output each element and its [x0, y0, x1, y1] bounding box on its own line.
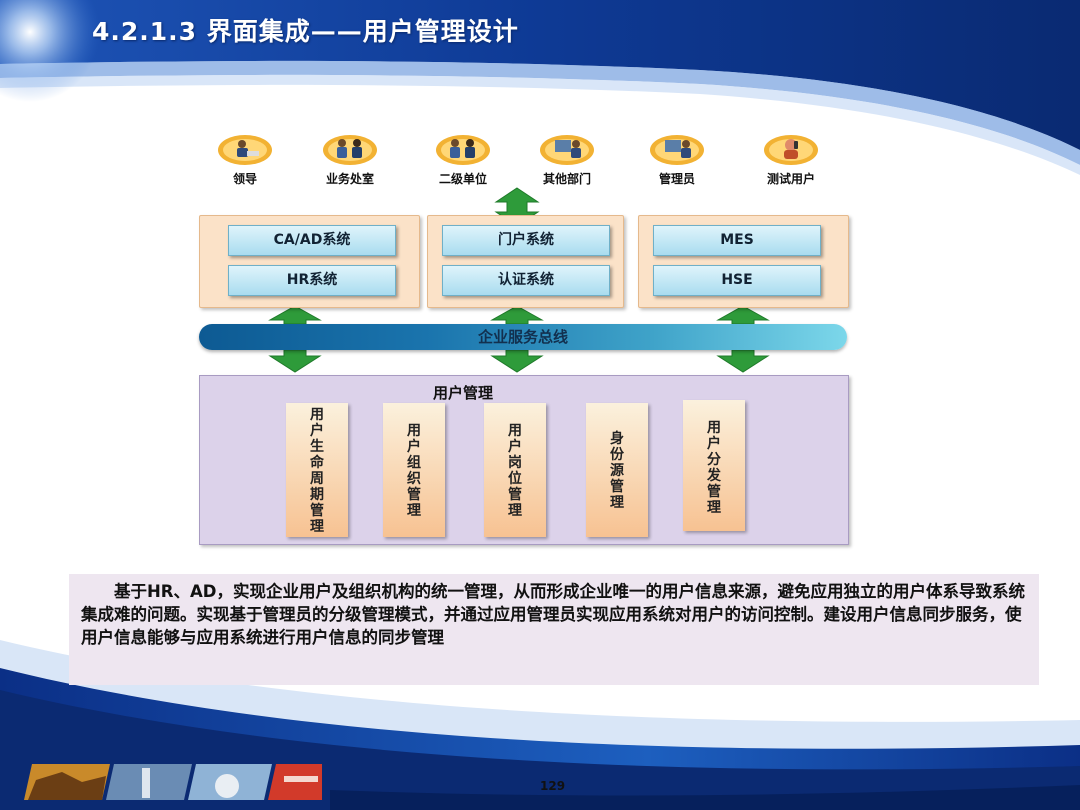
person-on-phone-icon: [763, 132, 819, 166]
module-user-distribution: 用户分发管理: [683, 400, 745, 531]
module-label: 用户岗位管理: [508, 423, 522, 519]
module-user-lifecycle: 用户生命周期管理: [286, 403, 348, 537]
user-management-title: 用户管理: [433, 384, 494, 402]
user-type-label: 其他部门: [542, 172, 591, 186]
module-label: 用户生命周期管理: [310, 407, 324, 535]
industrial-photo-strip: [24, 764, 322, 800]
person-at-desk-icon: [217, 132, 273, 166]
description-box: 基于HR、AD，实现企业用户及组织机构的统一管理，从而形成企业唯一的用户信息来源…: [69, 574, 1039, 685]
user-management-panel: 用户管理 用户生命周期管理 用户组织管理 用户岗位管理 身份源管理 用户分发管理: [199, 375, 849, 545]
people-meeting-icon: [435, 132, 491, 166]
system-panel-left: CA/AD系统 HR系统: [199, 215, 420, 308]
bus-label: 企业服务总线: [477, 328, 568, 346]
system-ca-ad: CA/AD系统: [228, 225, 396, 256]
module-identity-source: 身份源管理: [586, 403, 648, 537]
user-type-label: 领导: [232, 172, 257, 186]
enterprise-service-bus: 企业服务总线: [199, 324, 847, 350]
system-hse: HSE: [653, 265, 821, 296]
system-hr: HR系统: [228, 265, 396, 296]
user-type-label: 业务处室: [325, 172, 374, 186]
system-panel-center: 门户系统 认证系统: [427, 215, 624, 308]
module-user-organization: 用户组织管理: [383, 403, 445, 537]
user-type-label: 管理员: [658, 172, 695, 186]
user-type-leader: 领导: [200, 132, 290, 187]
module-label: 身份源管理: [610, 431, 624, 511]
system-authentication: 认证系统: [442, 265, 610, 296]
people-meeting-icon: [322, 132, 378, 166]
user-type-administrator: 管理员: [632, 132, 722, 187]
person-at-computer-icon: [649, 132, 705, 166]
person-at-computer-icon: [539, 132, 595, 166]
page-number: 129: [540, 779, 566, 793]
user-types-row: 领导 业务处室 二级单位 其他部门 管理员 测试用户: [200, 132, 840, 192]
module-label: 用户分发管理: [707, 420, 721, 516]
module-label: 用户组织管理: [407, 423, 421, 519]
system-panel-right: MES HSE: [638, 215, 849, 308]
description-text: 基于HR、AD，实现企业用户及组织机构的统一管理，从而形成企业唯一的用户信息来源…: [81, 582, 1025, 647]
slide-title: 4.2.1.3 界面集成——用户管理设计: [92, 17, 519, 46]
user-type-other-department: 其他部门: [522, 132, 612, 187]
user-type-secondary-unit: 二级单位: [418, 132, 508, 187]
user-type-label: 测试用户: [766, 172, 815, 186]
system-portal: 门户系统: [442, 225, 610, 256]
user-type-business-office: 业务处室: [305, 132, 395, 187]
user-type-test-user: 测试用户: [746, 132, 836, 187]
user-type-label: 二级单位: [438, 172, 487, 186]
system-mes: MES: [653, 225, 821, 256]
module-user-position: 用户岗位管理: [484, 403, 546, 537]
